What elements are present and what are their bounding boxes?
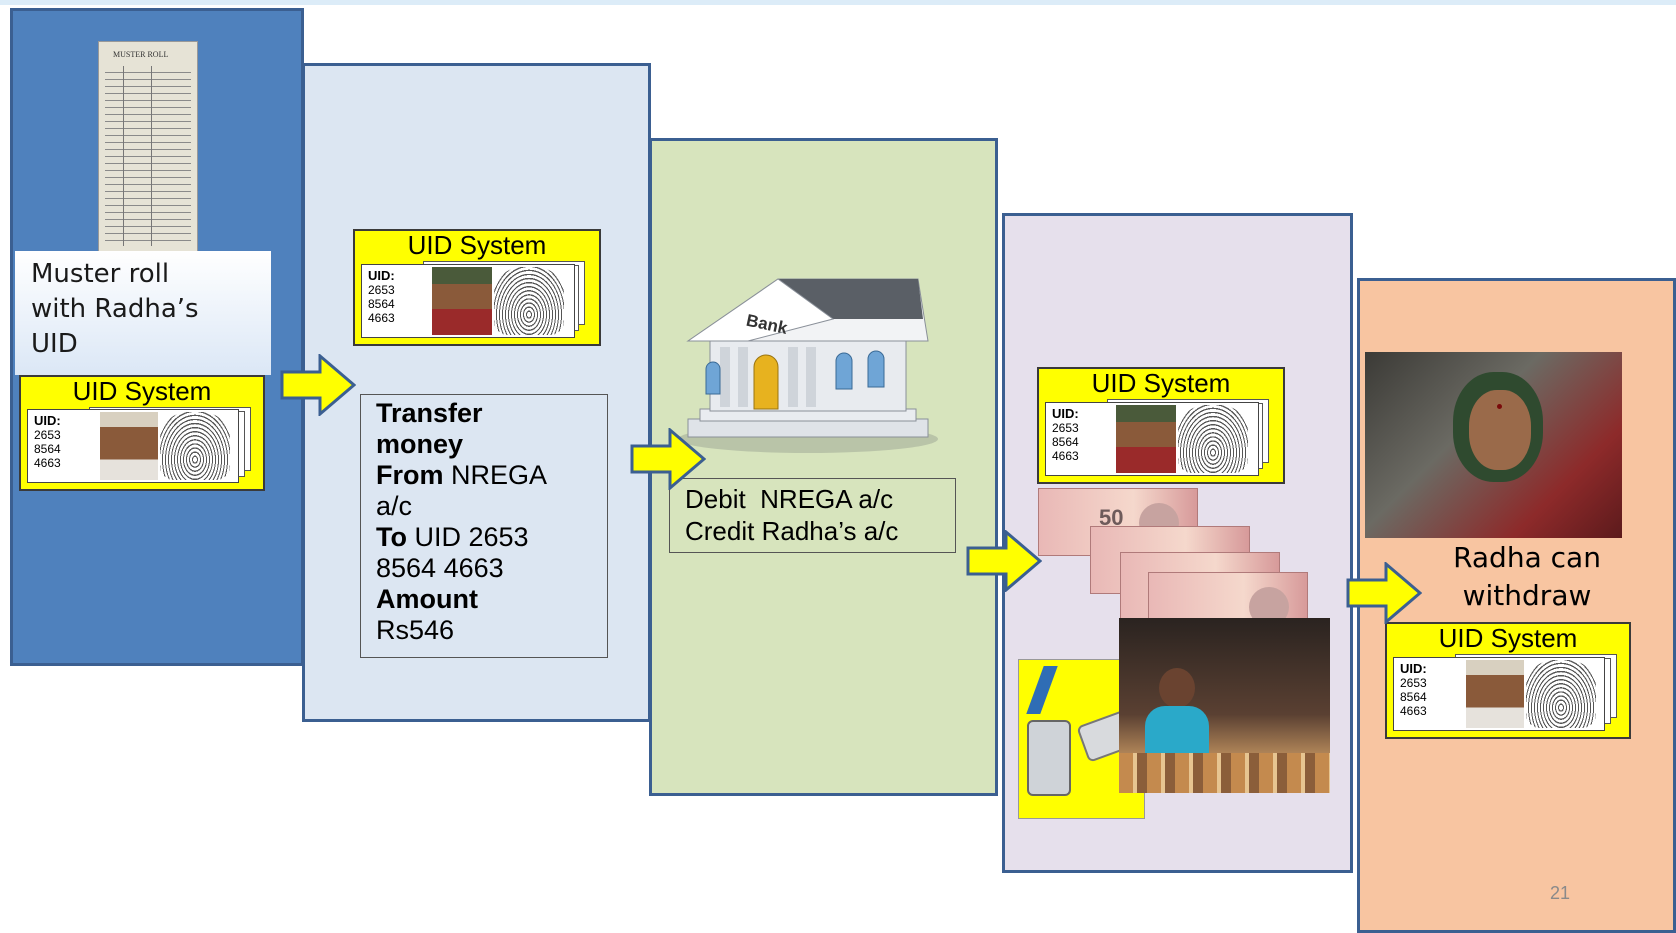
panel-transfer-money: Transfer money From NREGA a/c To UID 265…	[302, 63, 651, 722]
flow-arrow-4	[1346, 562, 1422, 624]
transfer-details-box: Transfer money From NREGA a/c To UID 265…	[360, 394, 608, 658]
fingerprint-icon	[494, 267, 564, 335]
muster-roll-caption-line2: with Radha’s	[31, 294, 199, 324]
bank-transaction-box: Debit NREGA a/c Credit Radha’s a/c	[669, 478, 956, 553]
uid-card-number-part3: 4663	[34, 456, 61, 470]
uid-card-number-part1: 2653	[1400, 676, 1427, 690]
muster-roll-caption-line3: UID	[31, 329, 78, 359]
transfer-amount-label: Amount	[376, 584, 478, 614]
uid-card-label: UID:	[34, 413, 61, 428]
uid-card-number-part2: 8564	[368, 297, 395, 311]
transfer-to-value2: 8564 4663	[376, 553, 504, 583]
shopkeeper-photo	[1119, 618, 1330, 793]
bank-building-icon: Bank	[678, 278, 938, 453]
radha-photo	[1365, 352, 1622, 538]
uid-card-number-part1: 2653	[1052, 421, 1079, 435]
flow-arrow-2	[630, 428, 706, 490]
muster-roll-caption-line1: Muster roll	[31, 259, 170, 289]
muster-roll-caption-box: Muster roll with Radha’s UID	[15, 251, 271, 375]
radha-face-photo	[432, 267, 492, 335]
banknotes-image: 50	[1038, 488, 1308, 640]
uid-card-label: UID:	[1400, 661, 1427, 676]
uid-card-number-part2: 8564	[34, 442, 61, 456]
panel-muster-roll: MUSTER ROLL Muster roll with Radha’s UID	[10, 8, 304, 666]
panel-payment: 50	[1002, 213, 1353, 873]
uid-card-title: UID System	[1438, 623, 1578, 653]
fingerprint-icon	[1526, 660, 1596, 728]
bank-credit-text: Credit Radha’s a/c	[685, 516, 899, 546]
banknote-value: 50	[1099, 505, 1124, 530]
page-number: 21	[1550, 883, 1571, 903]
top-accent-bar	[0, 0, 1676, 5]
old-man-face-photo	[100, 412, 158, 480]
uid-card-label: UID:	[368, 268, 395, 283]
uid-card-number-part1: 2653	[368, 283, 395, 297]
uid-card-title: UID System	[407, 230, 547, 260]
transfer-to-value: UID 2653	[414, 522, 529, 552]
withdraw-line2: withdraw	[1462, 579, 1592, 612]
transfer-line2: money	[376, 429, 464, 459]
uid-card-number-part2: 8564	[1052, 435, 1079, 449]
transfer-from-value2: a/c	[376, 491, 413, 521]
uid-card-title: UID System	[1091, 368, 1231, 398]
muster-roll-document-image: MUSTER ROLL	[98, 41, 198, 253]
transfer-to-label: To	[376, 522, 407, 552]
uid-card-number-part3: 4663	[1400, 704, 1427, 718]
transfer-amount-value: Rs546	[376, 615, 455, 645]
old-man-face-photo	[1466, 660, 1524, 728]
fingerprint-icon	[1178, 405, 1248, 473]
uid-card-number-part2: 8564	[1400, 690, 1427, 704]
mobile-phone-icon	[1027, 720, 1071, 796]
transfer-line1: Transfer	[376, 398, 483, 428]
panel-bank: Bank Debit NREGA a/c Credit Radha’s a/c	[649, 138, 998, 796]
uid-card-title: UID System	[72, 376, 212, 406]
flow-arrow-1	[280, 354, 356, 416]
withdraw-line1: Radha can	[1453, 541, 1601, 574]
panel-withdraw: Radha can withdraw 21	[1357, 278, 1676, 933]
uid-card-number-part3: 4663	[1052, 449, 1079, 463]
bank-debit-text: Debit NREGA a/c	[685, 484, 894, 514]
radha-face-photo	[1116, 405, 1176, 473]
transfer-from-value: NREGA	[451, 460, 548, 490]
uid-card-number-part3: 4663	[368, 311, 395, 325]
fingerprint-icon	[160, 412, 230, 480]
signal-bolt-icon	[1026, 666, 1058, 714]
transfer-from-label: From	[376, 460, 444, 490]
uid-card-number-part1: 2653	[34, 428, 61, 442]
flow-arrow-3	[966, 530, 1042, 592]
uid-card-label: UID:	[1052, 406, 1079, 421]
muster-roll-doc-title: MUSTER ROLL	[113, 50, 169, 59]
